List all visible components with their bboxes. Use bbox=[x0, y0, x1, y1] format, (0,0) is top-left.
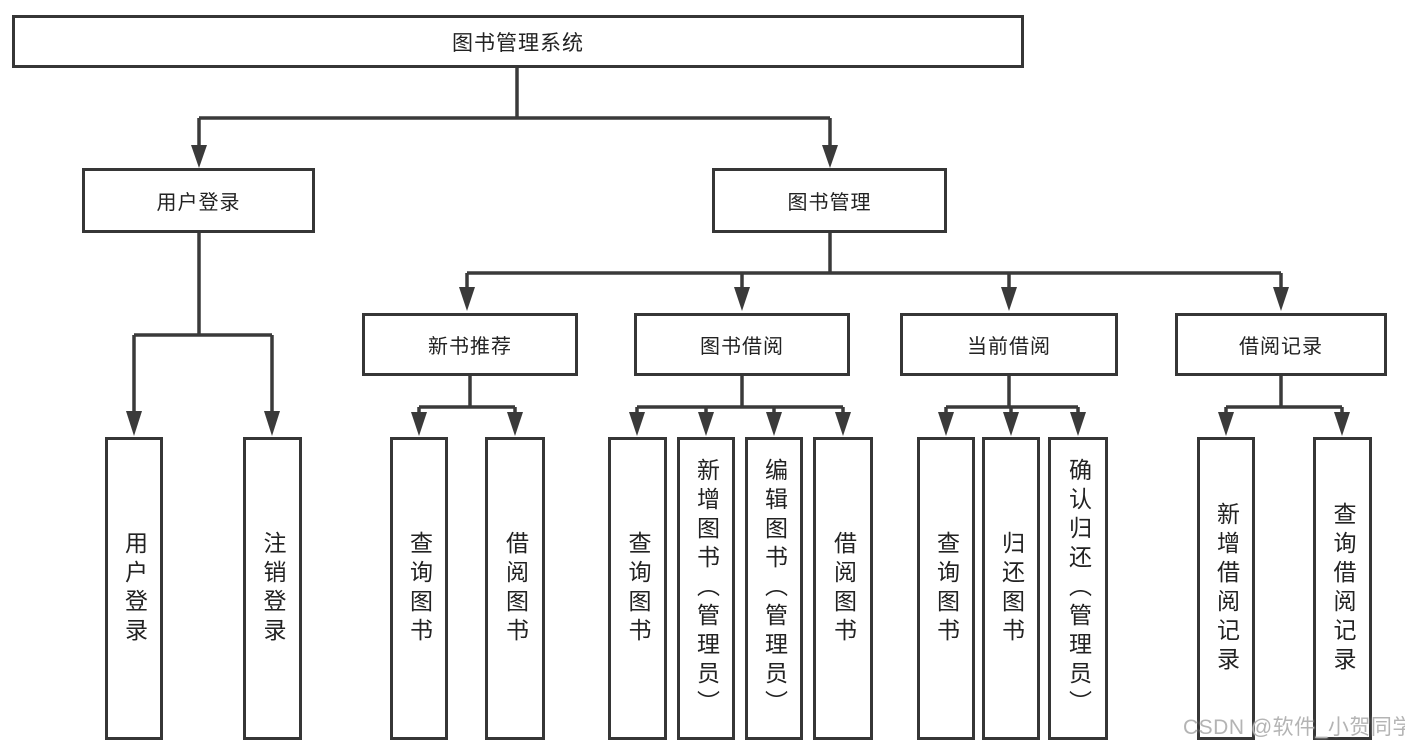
node-root: 图书管理系统 bbox=[12, 15, 1024, 68]
leaf-nbr-query-books-label: 查询图书 bbox=[406, 530, 433, 647]
leaf-cb-return-books: 归还图书 bbox=[982, 437, 1040, 740]
node-book-management: 图书管理 bbox=[712, 168, 947, 233]
leaf-br-add-record-label: 新增借阅记录 bbox=[1213, 501, 1240, 676]
leaf-br-add-record: 新增借阅记录 bbox=[1197, 437, 1255, 740]
leaf-user-login-label: 用户登录 bbox=[121, 530, 148, 647]
leaf-cb-confirm-return-admin-label: 确认归还（管理员） bbox=[1065, 458, 1092, 719]
leaf-cb-query-books: 查询图书 bbox=[917, 437, 975, 740]
node-new-book-recommend: 新书推荐 bbox=[362, 313, 578, 376]
leaf-bb-edit-books-admin-label: 编辑图书（管理员） bbox=[761, 458, 788, 719]
node-new-book-recommend-label: 新书推荐 bbox=[428, 336, 512, 358]
leaf-logout-label: 注销登录 bbox=[260, 530, 286, 647]
leaf-logout: 注销登录 bbox=[243, 437, 302, 740]
leaf-br-query-record-label: 查询借阅记录 bbox=[1330, 501, 1356, 676]
node-current-borrow: 当前借阅 bbox=[900, 313, 1118, 376]
leaf-bb-edit-books-admin: 编辑图书（管理员） bbox=[745, 437, 803, 740]
leaf-nbr-query-books: 查询图书 bbox=[390, 437, 448, 740]
watermark: CSDN @软件_小贺同学 bbox=[1183, 716, 1405, 739]
node-borrow-records-label: 借阅记录 bbox=[1239, 336, 1323, 358]
leaf-cb-confirm-return-admin: 确认归还（管理员） bbox=[1048, 437, 1108, 740]
leaf-bb-borrow-books: 借阅图书 bbox=[813, 437, 873, 740]
leaf-bb-query-books: 查询图书 bbox=[608, 437, 667, 740]
leaf-user-login: 用户登录 bbox=[105, 437, 163, 740]
node-current-borrow-label: 当前借阅 bbox=[967, 336, 1051, 358]
leaf-nbr-borrow-books: 借阅图书 bbox=[485, 437, 545, 740]
leaf-bb-borrow-books-label: 借阅图书 bbox=[830, 530, 857, 647]
node-book-management-label: 图书管理 bbox=[787, 192, 872, 214]
node-book-borrow-label: 图书借阅 bbox=[700, 336, 784, 358]
leaf-bb-add-books-admin: 新增图书（管理员） bbox=[677, 437, 735, 740]
leaf-cb-query-books-label: 查询图书 bbox=[933, 530, 960, 647]
leaf-nbr-borrow-books-label: 借阅图书 bbox=[502, 530, 529, 647]
leaf-br-query-record: 查询借阅记录 bbox=[1313, 437, 1372, 740]
leaf-cb-return-books-label: 归还图书 bbox=[998, 530, 1025, 647]
node-book-borrow: 图书借阅 bbox=[634, 313, 850, 376]
node-borrow-records: 借阅记录 bbox=[1175, 313, 1387, 376]
node-root-label: 图书管理系统 bbox=[452, 31, 584, 55]
leaf-bb-query-books-label: 查询图书 bbox=[625, 530, 651, 647]
node-user-login: 用户登录 bbox=[82, 168, 315, 233]
leaf-bb-add-books-admin-label: 新增图书（管理员） bbox=[693, 458, 720, 719]
node-user-login-label: 用户登录 bbox=[156, 192, 241, 214]
